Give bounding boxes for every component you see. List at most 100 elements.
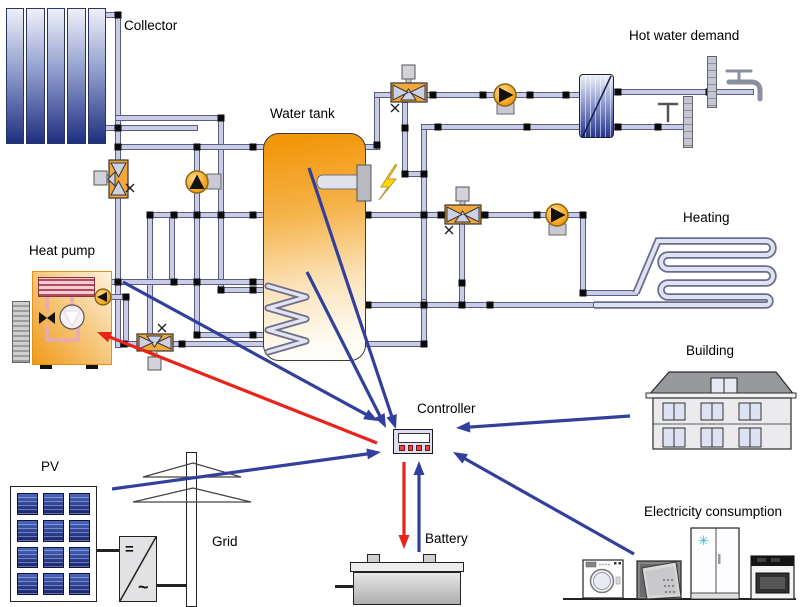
label-collector: Collector — [124, 18, 178, 33]
collector-panel — [6, 8, 25, 144]
building — [645, 371, 797, 450]
fridge-icon: ✳ — [690, 527, 740, 600]
pipe-connector — [114, 11, 122, 19]
pipe-segment — [115, 115, 224, 121]
roof — [646, 371, 797, 397]
pipe-connector — [373, 141, 381, 149]
collector-pump — [185, 170, 222, 194]
battery-terminal — [423, 554, 436, 563]
pv-cell — [17, 493, 38, 515]
label-water-tank: Water tank — [270, 106, 335, 121]
pipe-connector — [217, 286, 225, 294]
battery-wire — [335, 585, 354, 588]
collector-panel — [67, 8, 86, 144]
pipe-segment — [147, 212, 153, 340]
pipe-connector — [486, 301, 494, 309]
controller-button — [416, 445, 422, 451]
pipe-connector — [401, 170, 409, 178]
pipe-segment — [580, 212, 586, 293]
pipe-connector — [401, 124, 409, 132]
label-building: Building — [686, 343, 735, 358]
sensor-arrow — [111, 448, 381, 491]
wall-pipe — [683, 96, 693, 148]
controller-button — [424, 445, 430, 451]
pipe-segment — [609, 124, 693, 130]
controller — [393, 429, 433, 454]
pv-array — [10, 486, 97, 602]
pipe-connector — [249, 143, 257, 151]
pv-cell — [43, 493, 64, 515]
collector-panel — [26, 8, 45, 144]
label-hot-water-demand: Hot water demand — [629, 28, 740, 43]
sensor-arrow — [453, 452, 635, 556]
pipe-segment — [115, 144, 267, 150]
pv-cell — [69, 546, 90, 569]
pipe-connector — [562, 91, 570, 99]
pv-cell — [17, 546, 38, 569]
controller-display — [398, 433, 430, 443]
pipe-connector — [479, 91, 487, 99]
washing-machine-icon — [582, 559, 624, 599]
pipe-segment — [218, 115, 224, 290]
pipe-connector — [122, 293, 130, 301]
wall-pipe — [707, 56, 717, 108]
heating-pump — [545, 203, 569, 236]
pipe-connector — [249, 331, 257, 339]
pipe-connector — [654, 123, 662, 131]
pipe-connector — [420, 340, 428, 348]
grid-pole — [186, 452, 197, 607]
pv-cell — [17, 573, 38, 595]
sensor-arrow — [413, 461, 425, 552]
dishwasher-icon — [636, 560, 682, 600]
inverter-grid-wire — [156, 584, 187, 587]
pv-cell — [69, 519, 90, 542]
pipe-connector — [579, 211, 587, 219]
snowflake-icon: ✳ — [698, 533, 709, 548]
pipe-connector — [523, 123, 531, 131]
solar-collector — [6, 8, 107, 144]
building-balcony — [699, 417, 745, 426]
pipe-connector — [614, 88, 622, 96]
pipe-segment — [361, 302, 594, 308]
pipe-connector — [170, 278, 178, 286]
collector-panel — [87, 8, 107, 144]
battery-terminal — [367, 554, 380, 563]
three-way-valve-hot-water — [390, 64, 428, 113]
pv-cell — [43, 546, 64, 569]
heat-pump-foot — [86, 365, 98, 369]
pipe-connector — [420, 301, 428, 309]
battery-lid — [350, 562, 464, 572]
battery-body — [353, 572, 461, 605]
pipe-connector — [193, 331, 201, 339]
pv-inverter-wire — [96, 549, 120, 552]
heat-exchanger — [579, 74, 614, 138]
pipe-segment — [361, 212, 586, 218]
pipe-connector — [217, 114, 225, 122]
pipe-connector — [429, 91, 437, 99]
pv-cell — [17, 519, 38, 542]
pipe-connector — [217, 211, 225, 219]
pipe-connector — [481, 211, 489, 219]
pipe-segment — [218, 287, 267, 293]
label-heat-pump: Heat pump — [29, 243, 96, 258]
label-controller: Controller — [417, 401, 476, 416]
dc-symbol: = — [125, 541, 134, 558]
collector-panel — [46, 8, 66, 144]
pipe-connector — [170, 211, 178, 219]
pipe-connector — [579, 289, 587, 297]
pv-cell — [69, 573, 90, 595]
pipe-connector — [114, 124, 122, 132]
pipe-connector — [533, 211, 541, 219]
controller-button — [407, 445, 413, 451]
label-battery: Battery — [425, 531, 468, 546]
pipe-connector — [193, 143, 201, 151]
label-grid: Grid — [212, 534, 238, 549]
pipe-connector — [114, 143, 122, 151]
pipe-segment — [609, 89, 754, 95]
pipe-connector — [434, 123, 442, 131]
water-tank — [263, 133, 366, 361]
pipe-segment — [580, 290, 638, 296]
pv-cell — [69, 493, 90, 515]
oven-icon — [750, 555, 795, 600]
